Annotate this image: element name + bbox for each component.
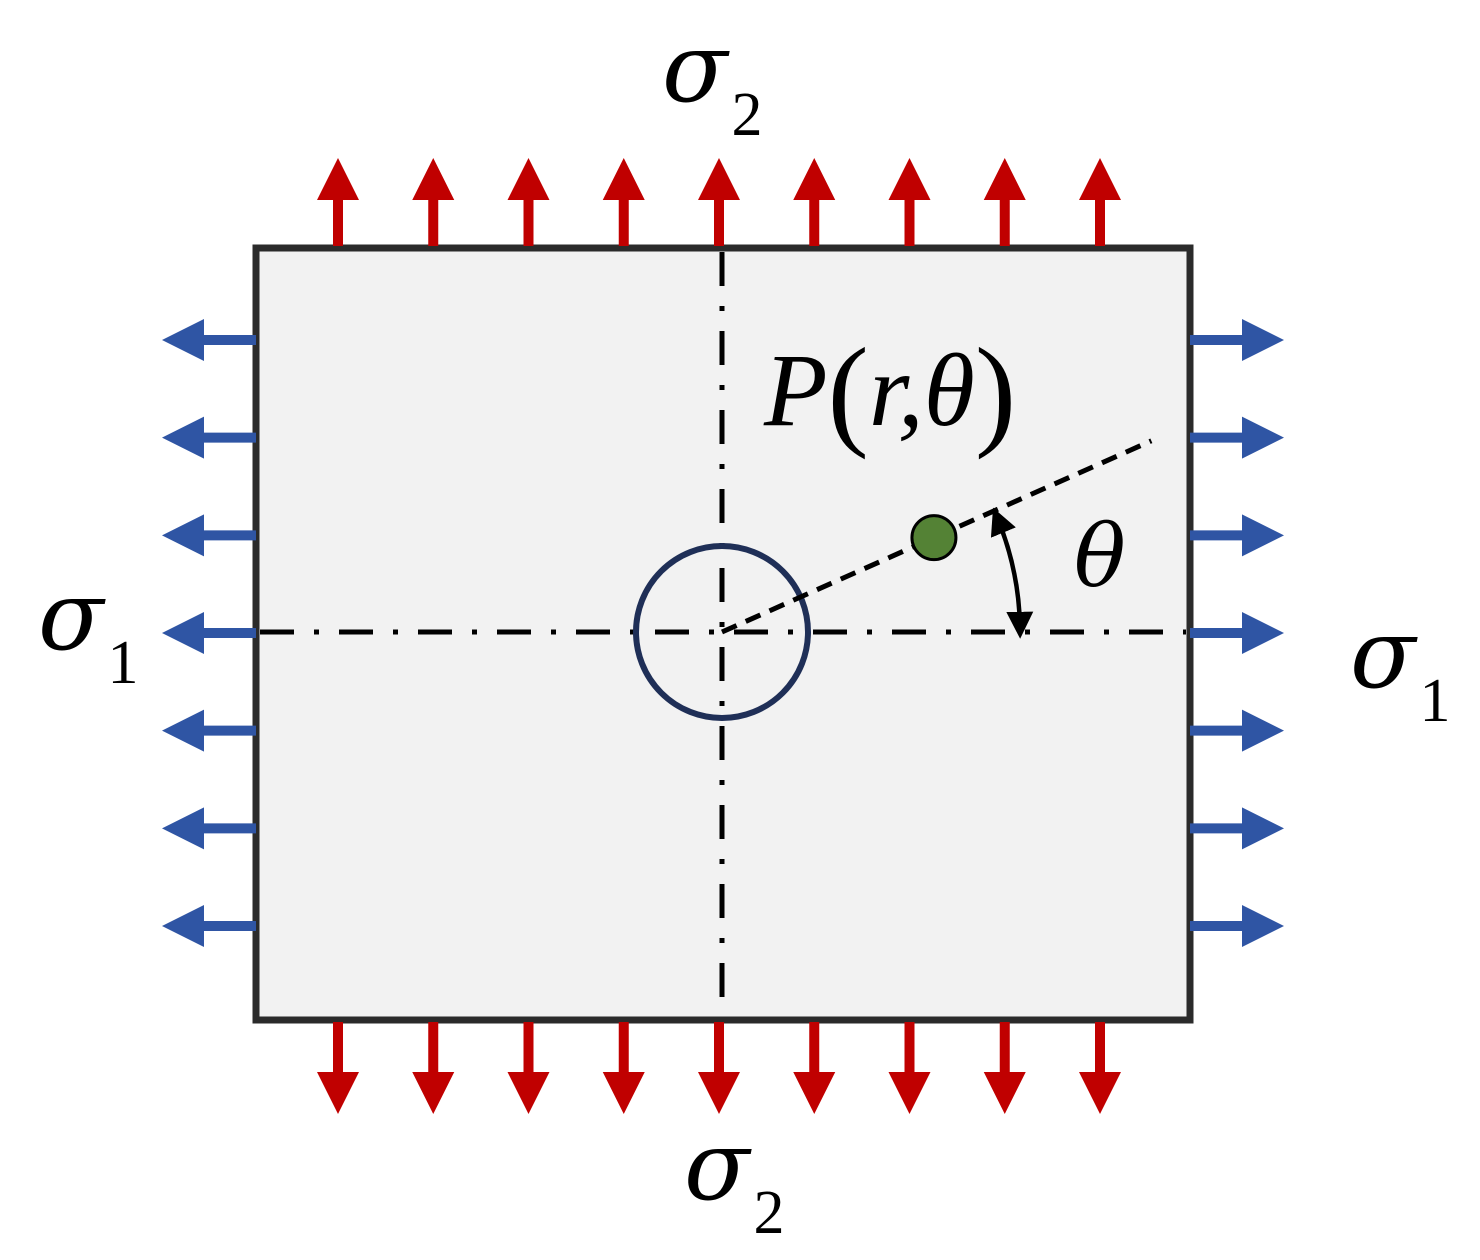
tension-arrow-left [162,807,256,850]
tension-arrow-left [162,416,256,459]
point-p [910,514,958,562]
angle-label: θ [1074,507,1126,607]
point-coordinate-label: P(r,θ) [764,322,1016,454]
tension-arrow-up [698,158,740,246]
tension-arrow-left [162,612,256,654]
sigma1-right-label: σ1 [1350,606,1451,732]
tension-arrow-right [1190,709,1284,752]
tension-arrow-down [888,1022,931,1114]
open-paren: ( [827,323,869,460]
point-coords: r,θ [868,333,975,448]
tension-arrow-right [1190,905,1284,947]
tension-arrow-right [1190,807,1284,850]
tension-arrow-left [162,709,256,752]
subscript: 2 [753,1179,785,1247]
circular-hole [633,543,811,721]
tension-arrow-up [888,158,931,246]
sigma2-top-label: σ2 [662,20,763,146]
tension-arrow-up [793,158,836,246]
top-tension-arrows [317,158,1121,246]
tension-arrow-left [162,514,256,557]
close-paren: ) [974,323,1017,460]
tension-arrow-down [793,1022,836,1114]
tension-arrow-down [983,1022,1026,1114]
angle-arc [990,507,1034,639]
left-tension-arrows [162,319,256,947]
sigma-symbol: σ [662,12,728,124]
tension-arrow-left [162,319,256,361]
subscript: 1 [107,629,139,697]
tension-arrow-up [1079,158,1121,246]
tension-arrow-right [1190,612,1284,654]
sigma-symbol: σ [1350,598,1416,710]
tension-arrow-left [162,905,256,947]
tension-arrow-down [602,1022,645,1114]
right-tension-arrows [1190,319,1284,947]
tension-arrow-down [698,1022,740,1114]
tension-arrow-up [317,158,359,246]
tension-arrow-down [1079,1022,1121,1114]
tension-arrow-up [983,158,1026,246]
tension-arrow-up [507,158,550,246]
bottom-tension-arrows [317,1022,1121,1114]
sigma-symbol: σ [684,1110,750,1222]
tension-arrow-down [317,1022,359,1114]
sigma2-bottom-label: σ2 [684,1118,785,1244]
tension-arrow-up [412,158,455,246]
tension-arrow-down [507,1022,550,1114]
tension-arrow-right [1190,319,1284,361]
subscript: 1 [1419,667,1451,735]
tension-arrow-up [602,158,645,246]
tension-arrow-right [1190,514,1284,557]
point-name: P [764,333,828,448]
sigma1-left-label: σ1 [38,568,139,694]
tension-arrow-right [1190,416,1284,459]
subscript: 2 [731,81,763,149]
sigma-symbol: σ [38,560,104,672]
tension-arrow-down [412,1022,455,1114]
